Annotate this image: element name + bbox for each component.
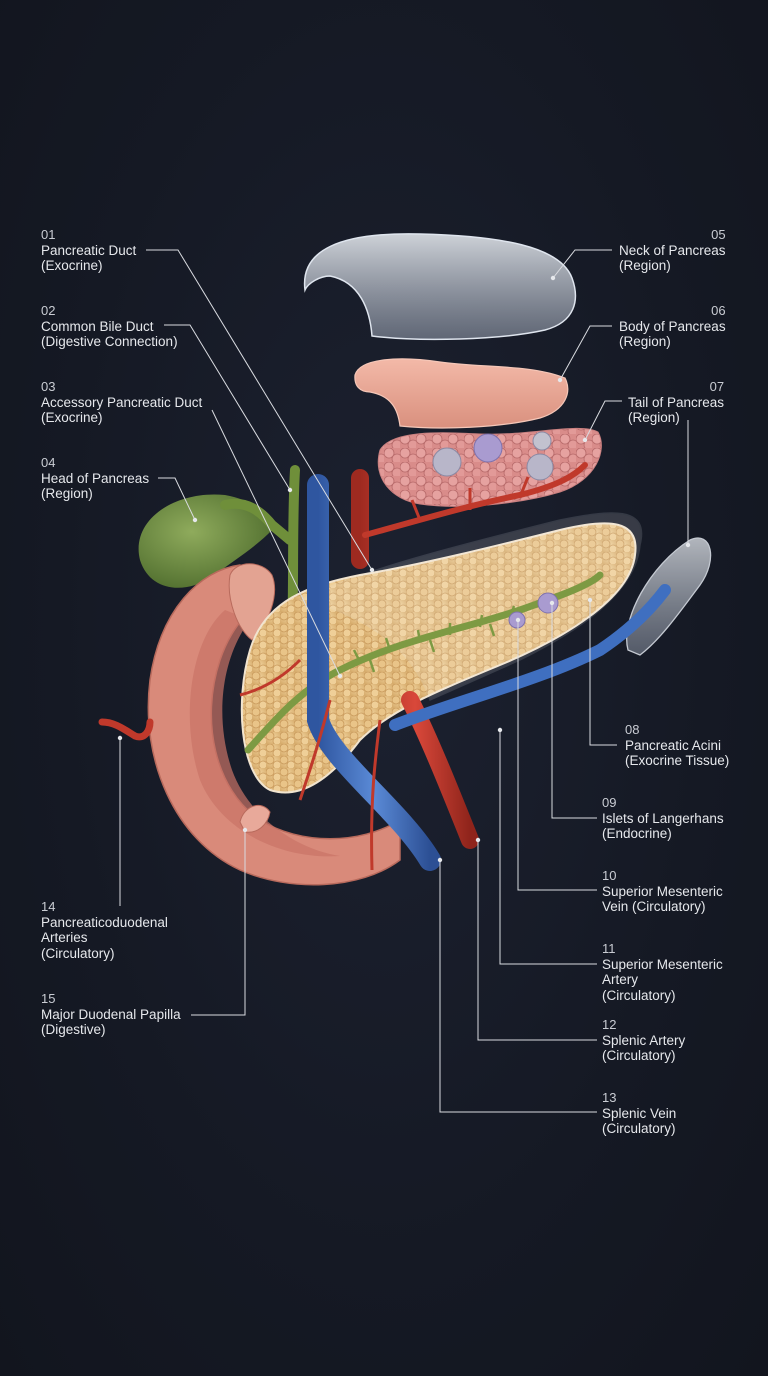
superior-mesenteric-vein-shape: [307, 474, 441, 871]
duodenum-top-shape: [228, 563, 276, 641]
islet-a: [537, 592, 559, 614]
gallbladder-shape: [138, 494, 272, 588]
duct-branches: [352, 595, 548, 673]
pancreas-glass-overlay: [297, 512, 643, 702]
leader-lines: [119, 249, 689, 1113]
body-of-pancreas-shape: [354, 358, 569, 429]
tail-glass-shape: [626, 537, 712, 656]
cystic-duct-shape: [220, 498, 295, 545]
duodenum-inner-shape: [189, 610, 340, 857]
pancreas-gland-shape: [240, 522, 637, 794]
papilla-shape: [239, 804, 271, 833]
leader-dots: [117, 275, 691, 863]
pancreaticoduodenal-artery-shape: [98, 718, 154, 741]
pancreatic-duct-shape: [244, 571, 604, 754]
splenic-artery-shape: [362, 462, 588, 538]
neck-of-pancreas-shape: [303, 233, 577, 341]
splenic-vein-shape: [389, 584, 671, 731]
islet-cluster-group: [432, 431, 554, 481]
artery-branches: [239, 476, 530, 871]
